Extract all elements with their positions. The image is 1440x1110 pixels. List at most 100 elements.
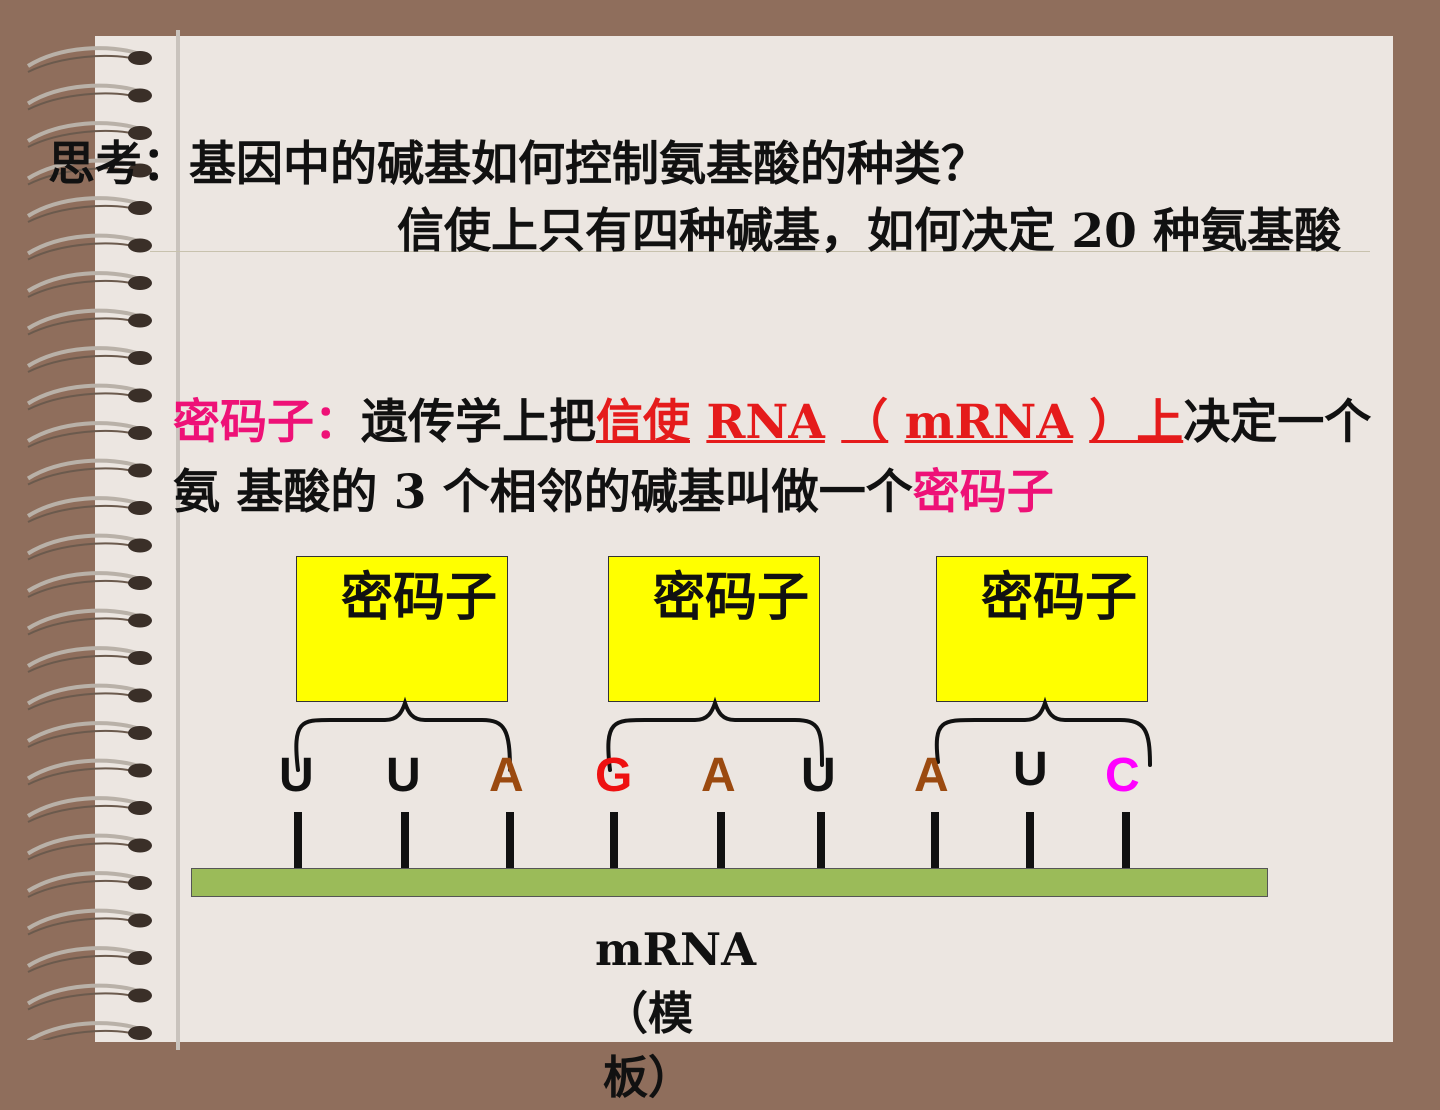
mrna-strand [191,868,1268,897]
spiral-wire [26,121,141,143]
spiral-wire [26,908,141,931]
spiral-wire [26,383,141,406]
spiral-wire [26,833,141,856]
codon-box-3: 密码子 [936,556,1148,702]
spiral-hole [128,576,152,590]
strand-label: mRNA （模板） [595,918,775,1110]
codon-brace-2 [606,696,824,772]
base-8: U [1013,743,1048,796]
base-connector [401,812,409,868]
ruled-line [150,251,1370,252]
codon-brace-3 [934,696,1152,767]
spiral-wire [26,758,141,781]
spiral-wire [26,1021,141,1040]
spiral-hole [128,126,152,140]
spiral-wire [26,308,141,331]
spiral-wire [26,233,141,256]
spiral-wire [26,608,141,631]
spiral-hole [128,913,152,928]
spiral-binding [26,46,152,1040]
spiral-hole [128,801,152,815]
spiral-hole [128,726,152,740]
definition-text-1: 遗传学上把 [361,395,596,450]
spiral-hole [128,988,152,1003]
spiral-wire [26,496,141,518]
base-connector [817,812,825,868]
spiral-hole [128,51,152,65]
spiral-hole [128,388,152,403]
spiral-hole [128,276,152,290]
spiral-wire [26,83,141,106]
strand-label-line-3: 板） [603,1051,694,1104]
spiral-hole [128,163,152,178]
spiral-wire [26,721,141,743]
codon-braces [294,696,1152,772]
base-connector [294,812,302,868]
spiral-hole [128,538,152,553]
spiral-wire [26,983,141,1006]
spiral-hole [128,651,152,665]
spiral-wire [26,871,141,893]
spiral-hole [128,951,152,965]
spiral-hole [128,351,152,365]
margin-line [176,30,180,1050]
base-connector [1026,812,1034,868]
spiral-wire [26,421,141,443]
spiral-hole [128,1026,152,1040]
base-2: U [386,749,421,802]
spiral-hole [128,313,152,328]
base-connector [610,812,618,868]
codon-definition: 密码子：遗传学上把信使 RNA （ mRNA ）上决定一个氨 基酸的 3 个相邻… [173,388,1373,528]
strand-label-line-1: mRNA [595,923,757,976]
spiral-hole [128,463,152,478]
definition-highlight-rna: RNA [706,395,825,450]
base-connector [931,812,939,868]
spiral-wire [26,158,141,181]
base-3: A [489,749,524,802]
slide: 思考：基因中的碱基如何控制氨基酸的种类？ 信使上只有四种碱基，如何决定 20 种… [26,30,1393,1104]
base-7: A [914,749,949,802]
codon-box-2: 密码子 [608,556,820,702]
spiral-hole [128,838,152,853]
spiral-wire [26,571,141,593]
strand-label-line-2: （模 [603,987,694,1040]
definition-text-2: 决定一个氨 基酸的 3 个相邻的碱基叫做一个 [173,395,1372,520]
spiral-hole [128,201,152,215]
definition-term-end: 密码子 [912,465,1054,520]
spiral-wire [26,46,141,68]
spiral-hole [128,426,152,440]
codon-brace-1 [294,696,512,772]
base-6: U [801,749,836,802]
definition-highlight-messenger: 信使 [596,395,690,450]
definition-highlight-open-paren: （ [841,395,889,450]
spiral-wire [26,683,141,706]
spiral-hole [128,876,152,890]
spiral-wire [26,646,141,668]
codon-box-1: 密码子 [296,556,508,702]
definition-term: 密码子： [173,395,361,450]
spiral-wire [26,458,141,481]
base-1: U [279,749,314,802]
spiral-wire [26,346,141,368]
base-connector [1122,812,1130,868]
definition-highlight-close-paren: ）上 [1089,395,1184,450]
spiral-hole [128,238,152,253]
definition-highlight-mrna: mRNA [904,395,1073,450]
spiral-wire [26,533,141,556]
base-connector [506,812,514,868]
spiral-wire [26,796,141,818]
base-9: C [1105,749,1140,802]
spiral-hole [128,501,152,515]
spiral-wire [26,271,141,293]
spiral-hole [128,88,152,103]
base-connector [717,812,725,868]
spiral-hole [128,763,152,778]
spiral-wire [26,946,141,968]
base-4: G [595,749,633,802]
question-line-2: 信使上只有四种碱基，如何决定 20 种氨基酸 [397,204,1342,259]
spiral-wire [26,196,141,218]
base-5: A [701,749,736,802]
spiral-hole [128,688,152,703]
question-line-1: 思考：基因中的碱基如何控制氨基酸的种类？ [48,137,988,192]
spiral-hole [128,613,152,628]
